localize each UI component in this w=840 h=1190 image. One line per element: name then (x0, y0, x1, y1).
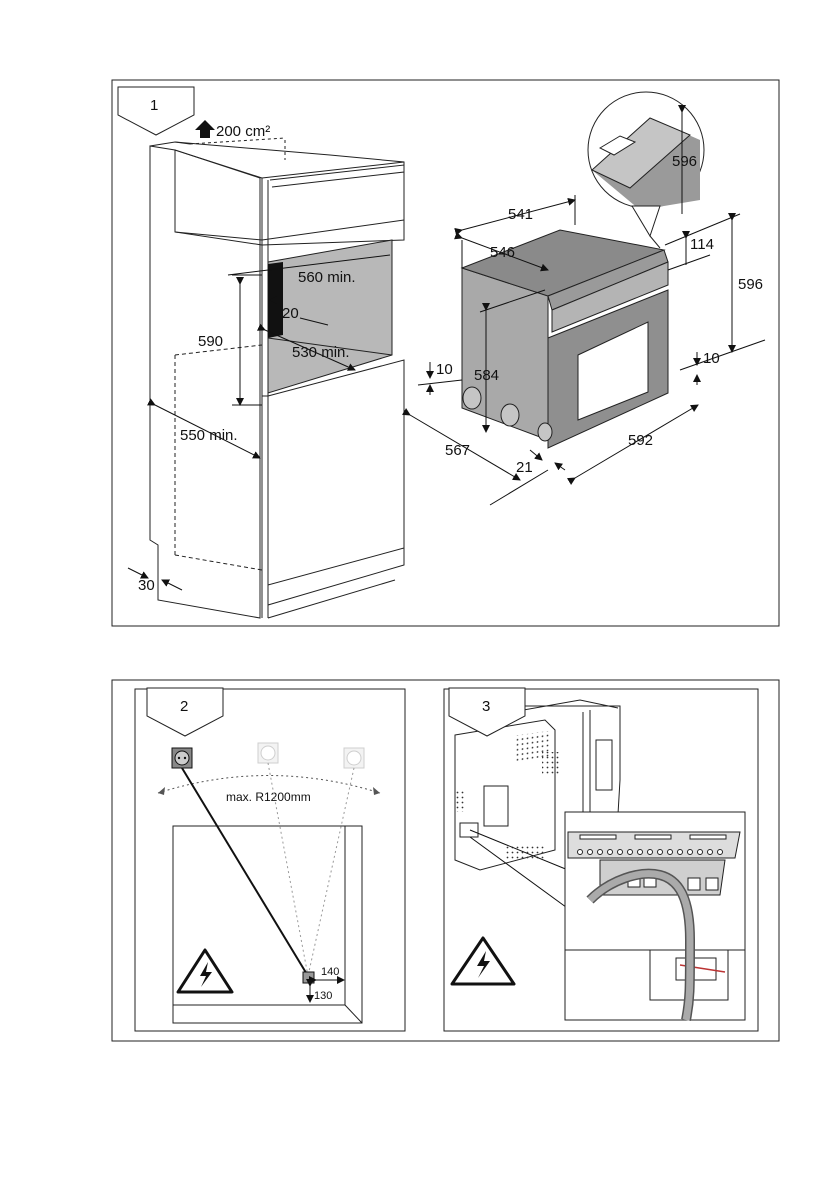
foot-left-label: 10 (436, 361, 453, 378)
door-depth-label: 21 (516, 459, 533, 476)
top-strip-label: 114 (690, 236, 714, 253)
panel-3: 3 (443, 687, 759, 1032)
detail-zoom: 596 (587, 91, 705, 249)
socket-icon (257, 742, 279, 764)
vent-area-label: 200 cm² (216, 123, 270, 140)
step-tab-3: 3 (448, 687, 526, 737)
electrical-warning-icon (450, 936, 516, 986)
radius-arc (157, 775, 381, 794)
step-tab-1: 1 (117, 86, 195, 136)
radius-label: max. R1200mm (226, 790, 311, 804)
cabinet-outline (172, 825, 363, 1024)
socket-icon (343, 747, 365, 769)
gap-label: 20 (282, 305, 299, 322)
body-height-label: 584 (474, 367, 499, 384)
niche-height-label: 590 (198, 333, 223, 350)
step-number: 1 (150, 97, 158, 114)
panel-2: 2 max. R1200mm (134, 687, 406, 1032)
vent-arrow: 200 cm² (195, 120, 270, 140)
oven-dimensions (401, 195, 766, 506)
step-number: 2 (180, 698, 188, 715)
niche-width-label: 560 min. (298, 269, 356, 286)
socket-icon (171, 747, 193, 769)
cabinet-dimensions (127, 254, 391, 591)
plinth-label: 30 (138, 577, 155, 594)
offset-y-label: 130 (314, 990, 332, 1002)
niche-depth-label: 530 min. (292, 344, 350, 361)
offset-x-label: 140 (321, 966, 339, 978)
depth-label: 567 (445, 442, 470, 459)
terminal-detail (564, 811, 746, 1021)
step-number: 3 (482, 698, 490, 715)
body-width-label: 546 (490, 244, 515, 261)
step-tab-2: 2 (146, 687, 224, 737)
cabinet-depth-label: 550 min. (180, 427, 238, 444)
panel-1: 1 200 cm² (111, 79, 780, 627)
front-width-label: 592 (628, 432, 653, 449)
zoom-height-label: 596 (672, 153, 697, 170)
total-height-label: 596 (738, 276, 763, 293)
electrical-warning-icon (176, 948, 234, 994)
cabinet-drawing (149, 137, 405, 619)
foot-right-label: 10 (703, 350, 720, 367)
back-width-label: 541 (508, 206, 533, 223)
